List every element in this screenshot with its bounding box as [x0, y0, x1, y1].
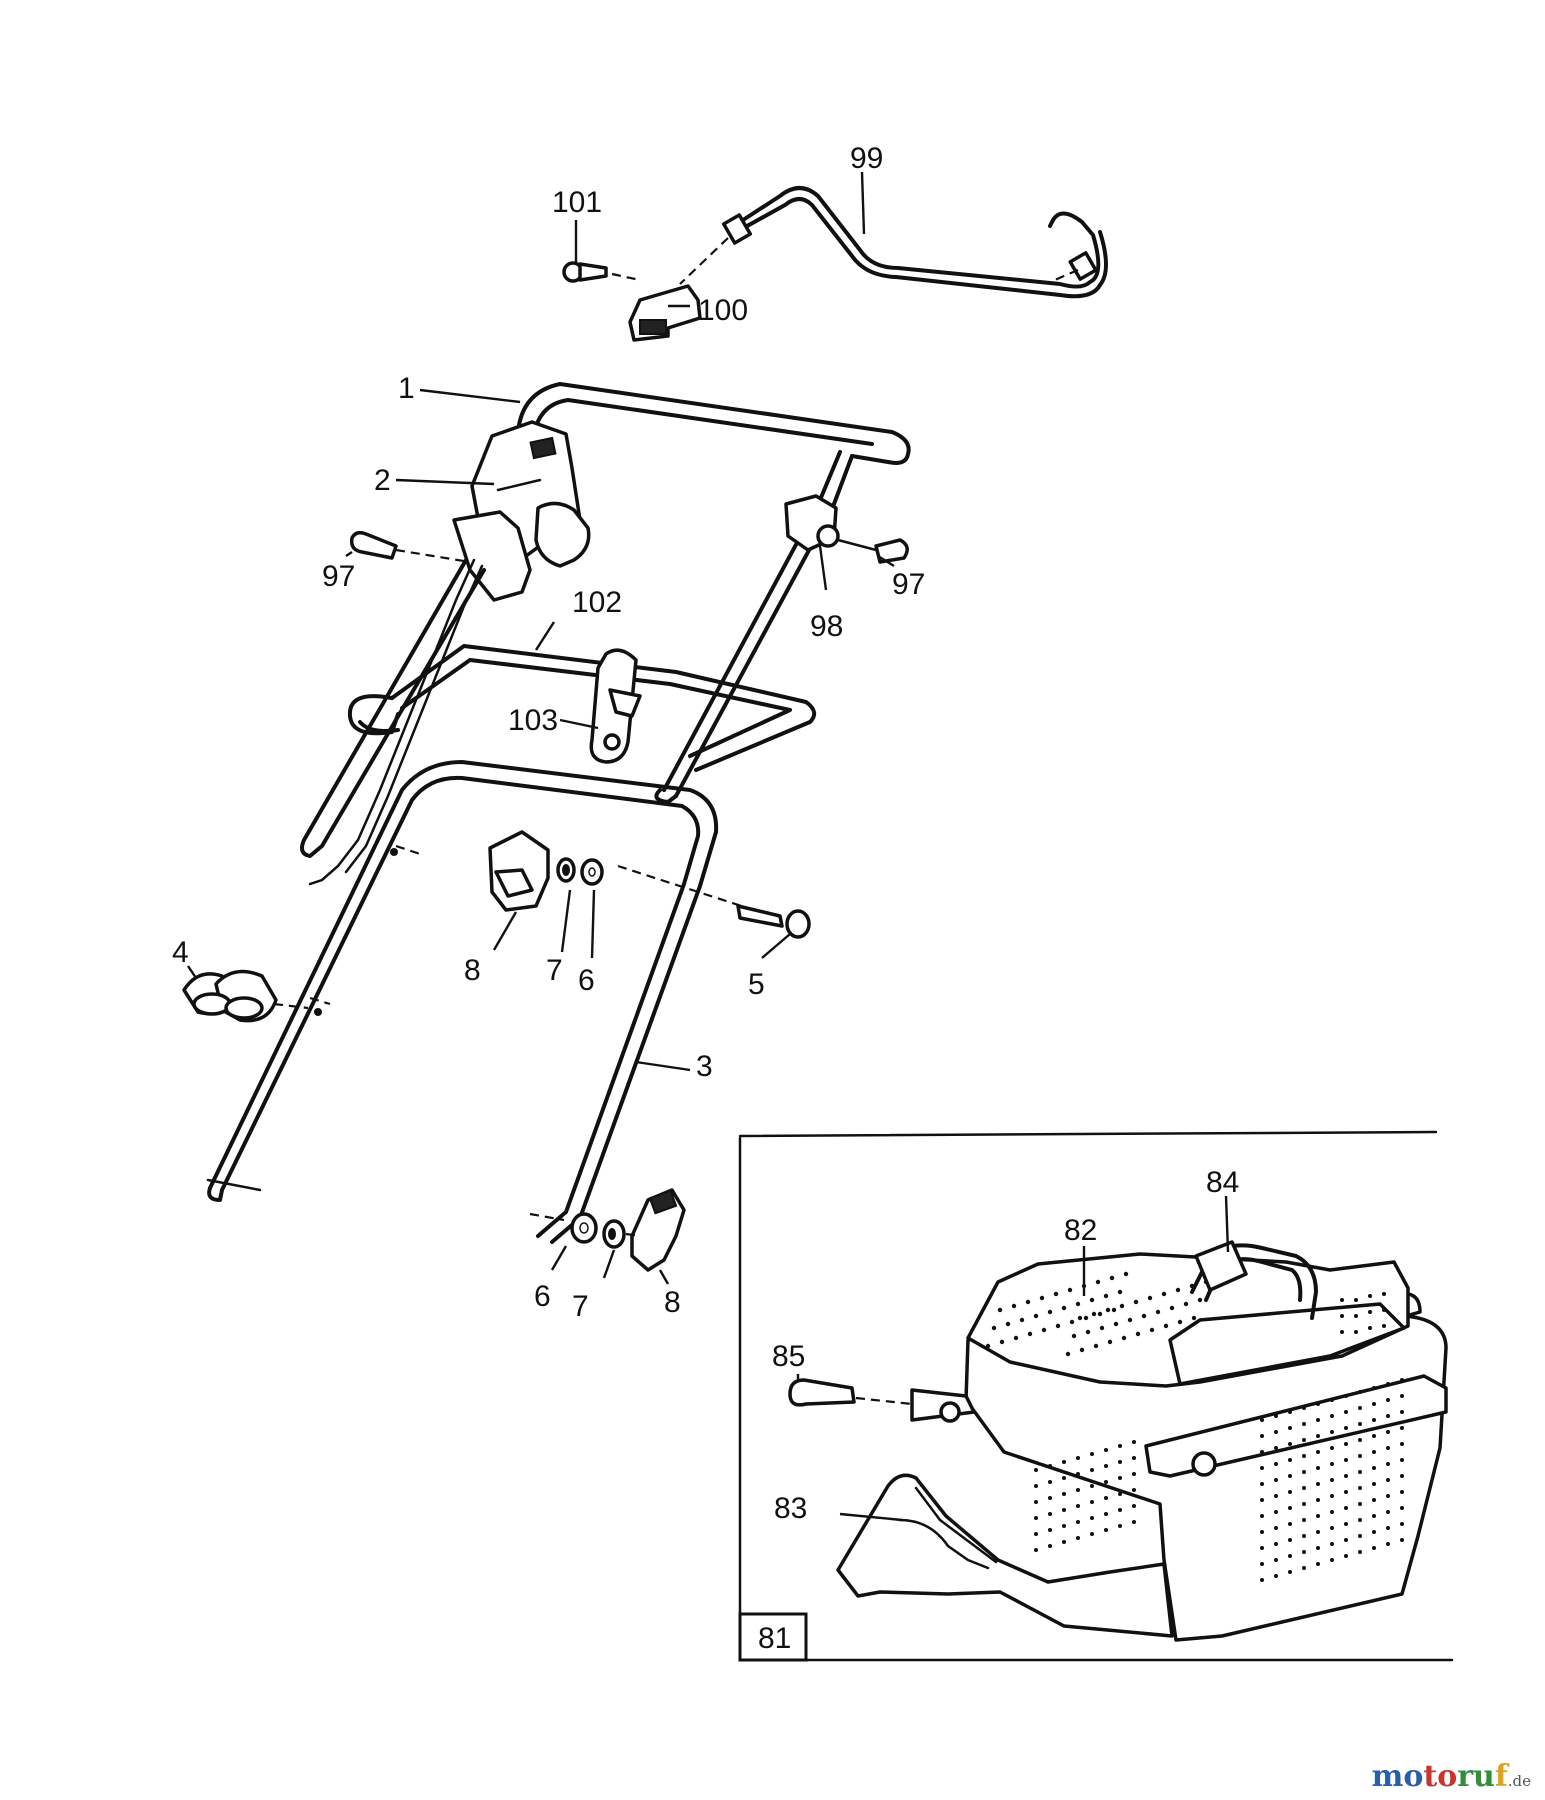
callout-6-upper: 6 — [578, 964, 595, 997]
callout-5: 5 — [748, 968, 765, 1001]
washer-6-lower — [570, 1212, 598, 1244]
callout-100: 100 — [698, 294, 748, 327]
callout-99: 99 — [850, 142, 883, 175]
washer-6-upper — [580, 858, 604, 886]
callout-98: 98 — [810, 610, 843, 643]
leader-lines — [187, 171, 895, 1285]
watermark-part-4: f — [1494, 1759, 1508, 1794]
control-bar-99 — [679, 186, 1108, 299]
callout-2: 2 — [374, 464, 391, 497]
spring-washer-7-lower — [602, 1219, 626, 1249]
switch-housing-2 — [452, 420, 591, 602]
callout-8-upper: 8 — [464, 954, 481, 987]
inset-label-81: 81 — [758, 1622, 791, 1655]
knob-8-lower — [625, 1188, 686, 1272]
callout-1: 1 — [398, 372, 415, 405]
screw-97-left — [349, 530, 471, 564]
cable-clip-100 — [628, 284, 702, 342]
spring-washer-7-upper — [556, 857, 576, 883]
watermark-part-2: to — [1423, 1759, 1458, 1794]
callout-103: 103 — [508, 704, 558, 737]
callout-83: 83 — [774, 1492, 807, 1525]
bolt-5 — [736, 904, 811, 939]
knob-8-upper — [488, 830, 550, 912]
callout-97-left: 97 — [322, 560, 355, 593]
left-handle-rail — [300, 558, 486, 886]
hook-103 — [589, 648, 642, 764]
callout-102: 102 — [572, 586, 622, 619]
callout-97-right: 97 — [892, 568, 925, 601]
watermark-logo: motoruf.de — [1372, 1759, 1531, 1794]
lower-handle-3 — [206, 760, 761, 1244]
callout-8-lower: 8 — [664, 1286, 681, 1319]
callout-4: 4 — [172, 936, 189, 969]
callout-6-lower: 6 — [534, 1280, 551, 1313]
callout-7-upper: 7 — [546, 954, 563, 987]
inset-grass-catcher: 81 — [738, 1130, 1454, 1662]
callout-3: 3 — [696, 1050, 713, 1083]
callout-labels: 1 2 3 4 5 6 6 7 7 8 8 97 97 98 99 100 10… — [172, 142, 925, 1323]
watermark-part-3: ru — [1457, 1759, 1495, 1794]
callout-101: 101 — [552, 186, 602, 219]
clamp-98 — [784, 494, 909, 564]
watermark-part-1: mo — [1371, 1759, 1424, 1794]
watermark-tld: .de — [1507, 1772, 1531, 1790]
catcher-mesh — [985, 1271, 1404, 1582]
callout-7-lower: 7 — [572, 1290, 589, 1323]
cable-clips-4 — [182, 969, 309, 1023]
grassbox-frame-102 — [347, 644, 817, 772]
screw-101 — [562, 261, 641, 283]
callout-84: 84 — [1206, 1166, 1239, 1199]
callout-82: 82 — [1064, 1214, 1097, 1247]
callout-85: 85 — [772, 1340, 805, 1373]
